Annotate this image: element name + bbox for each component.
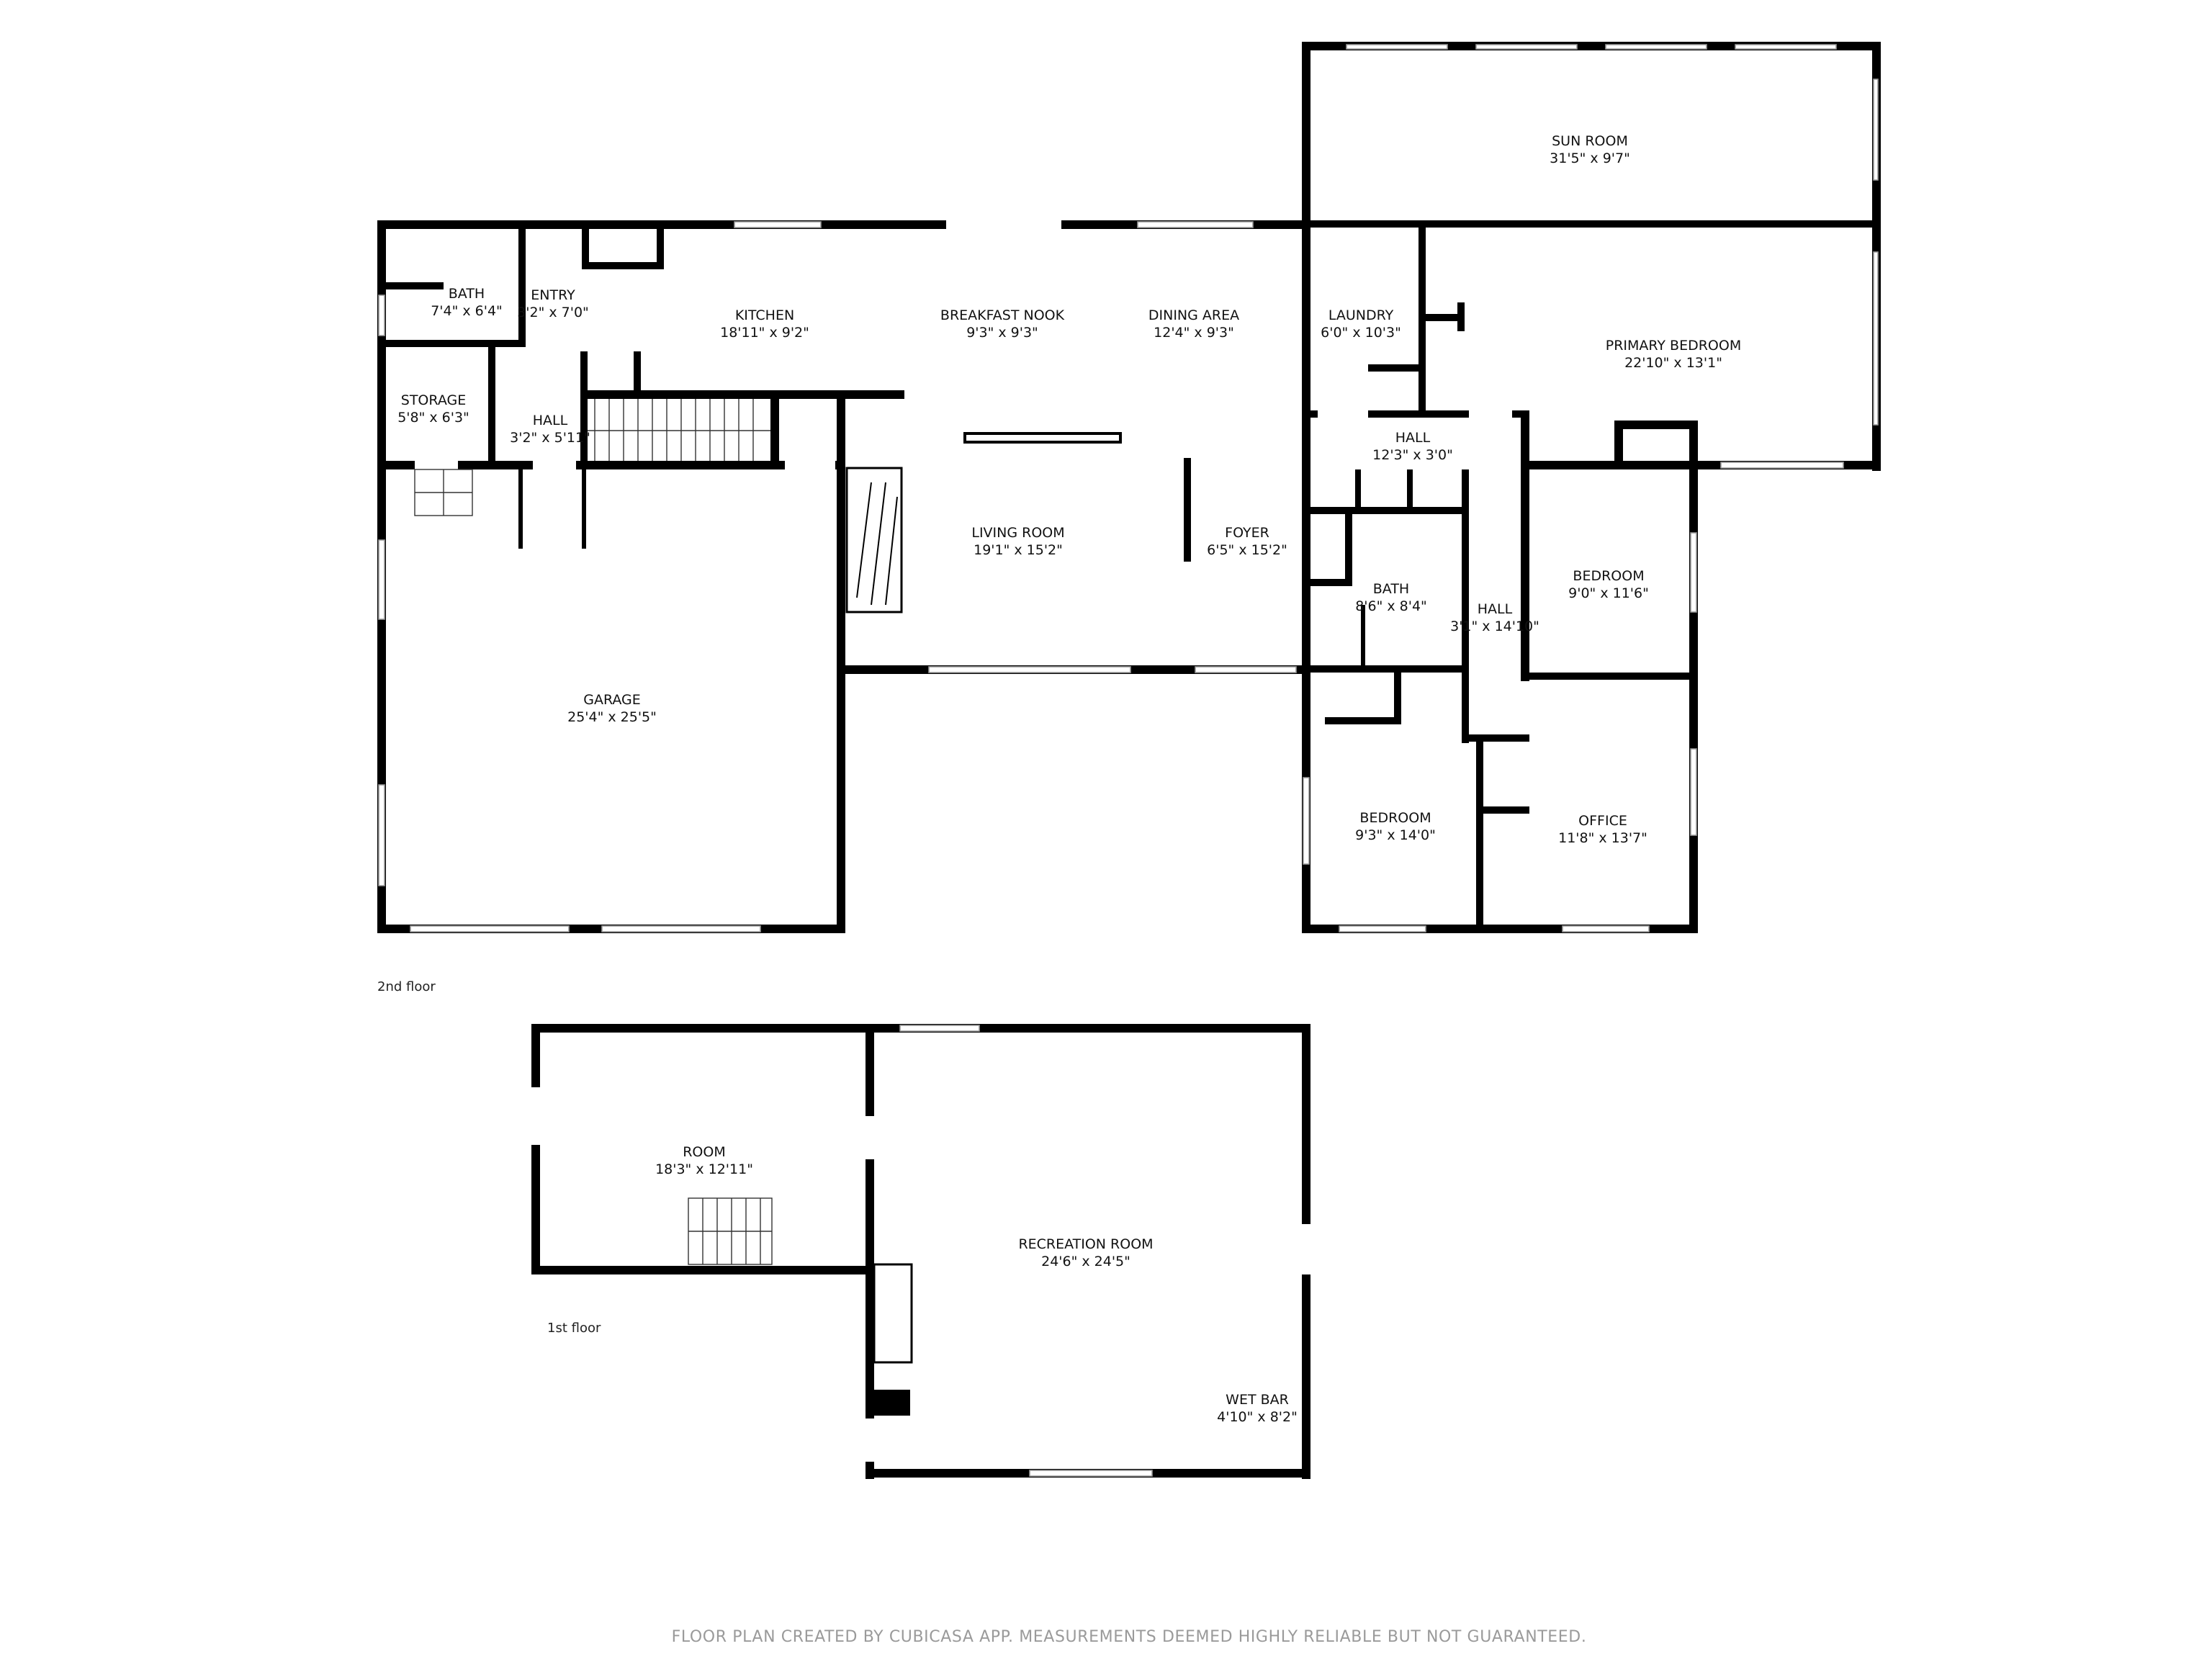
room-name-sun-room: SUN ROOM [1552, 133, 1628, 149]
fireplace-icon [873, 1263, 913, 1364]
second-floor-walls [377, 42, 1881, 933]
room-dim-entry: 3'2" x 7'0" [517, 305, 589, 320]
room-dim-kitchen: 18'11" x 9'2" [720, 325, 809, 341]
room-name-garage: GARAGE [583, 692, 641, 708]
room-name-bath: BATH [1373, 581, 1409, 597]
room-dim-wet-bar: 4'10" x 8'2" [1217, 1409, 1298, 1425]
room-name-bath: BATH [449, 286, 485, 302]
staircase-icon [588, 399, 770, 461]
room-dim-office: 11'8" x 13'7" [1558, 830, 1647, 846]
room-dim-bedroom: 9'3" x 14'0" [1355, 827, 1436, 843]
room-name-hall: HALL [1395, 430, 1431, 446]
first-floor-labels: ROOM 18'3" x 12'11" RECREATION ROOM 24'6… [547, 1144, 1298, 1425]
room-name-breakfast-nook: BREAKFAST NOOK [940, 307, 1065, 323]
room-name-foyer: FOYER [1225, 525, 1269, 541]
room-dim-breakfast-nook: 9'3" x 9'3" [966, 325, 1038, 341]
first-floor-walls [531, 1024, 1310, 1479]
room-dim-hall: 12'3" x 3'0" [1372, 447, 1453, 463]
room-dim-storage: 5'8" x 6'3" [397, 410, 469, 426]
room-dim-bath: 8'6" x 8'4" [1355, 598, 1427, 614]
room-name-entry: ENTRY [531, 287, 575, 303]
room-dim-foyer: 6'5" x 15'2" [1207, 542, 1287, 558]
room-name-wet-bar: WET BAR [1226, 1392, 1289, 1408]
floor-label-2nd: 2nd floor [377, 979, 436, 994]
room-name-laundry: LAUNDRY [1328, 307, 1394, 323]
room-dim-hall: 3'1" x 14'10" [1450, 619, 1539, 634]
room-name-hall: HALL [1478, 601, 1513, 617]
room-name-kitchen: KITCHEN [735, 307, 794, 323]
room-dim-bath: 7'4" x 6'4" [431, 303, 503, 319]
room-name-primary-bedroom: PRIMARY BEDROOM [1606, 338, 1741, 354]
room-dim-garage: 25'4" x 25'5" [567, 709, 657, 725]
room-name-office: OFFICE [1578, 813, 1627, 829]
room-dim-bedroom: 9'0" x 11'6" [1568, 585, 1649, 601]
room-dim-hall: 3'2" x 5'11" [510, 430, 590, 446]
room-dim-recreation-room: 24'6" x 24'5" [1041, 1254, 1130, 1269]
room-name-dining-area: DINING AREA [1148, 307, 1239, 323]
garage-steps-icon [414, 469, 473, 516]
room-name-bedroom: BEDROOM [1573, 568, 1644, 584]
room-name-hall: HALL [533, 413, 568, 428]
floor-label-1st: 1st floor [547, 1321, 601, 1336]
room-name-recreation-room: RECREATION ROOM [1018, 1236, 1153, 1252]
room-name-bedroom: BEDROOM [1359, 810, 1431, 826]
room-dim-room: 18'3" x 12'11" [655, 1161, 753, 1177]
second-floor-labels: SUN ROOM 31'5" x 9'7" BATH 7'4" x 6'4" E… [377, 133, 1741, 994]
staircase-icon [688, 1197, 773, 1265]
room-dim-sun-room: 31'5" x 9'7" [1550, 150, 1630, 166]
room-dim-dining-area: 12'4" x 9'3" [1154, 325, 1234, 341]
room-dim-laundry: 6'0" x 10'3" [1321, 325, 1401, 341]
room-dim-primary-bedroom: 22'10" x 13'1" [1624, 355, 1722, 371]
room-dim-living-room: 19'1" x 15'2" [974, 542, 1063, 558]
room-name-living-room: LIVING ROOM [971, 525, 1064, 541]
room-name-storage: STORAGE [401, 392, 466, 408]
footer-disclaimer: FLOOR PLAN CREATED BY CUBICASA APP. MEAS… [672, 1628, 1587, 1646]
room-name-room: ROOM [683, 1144, 726, 1160]
